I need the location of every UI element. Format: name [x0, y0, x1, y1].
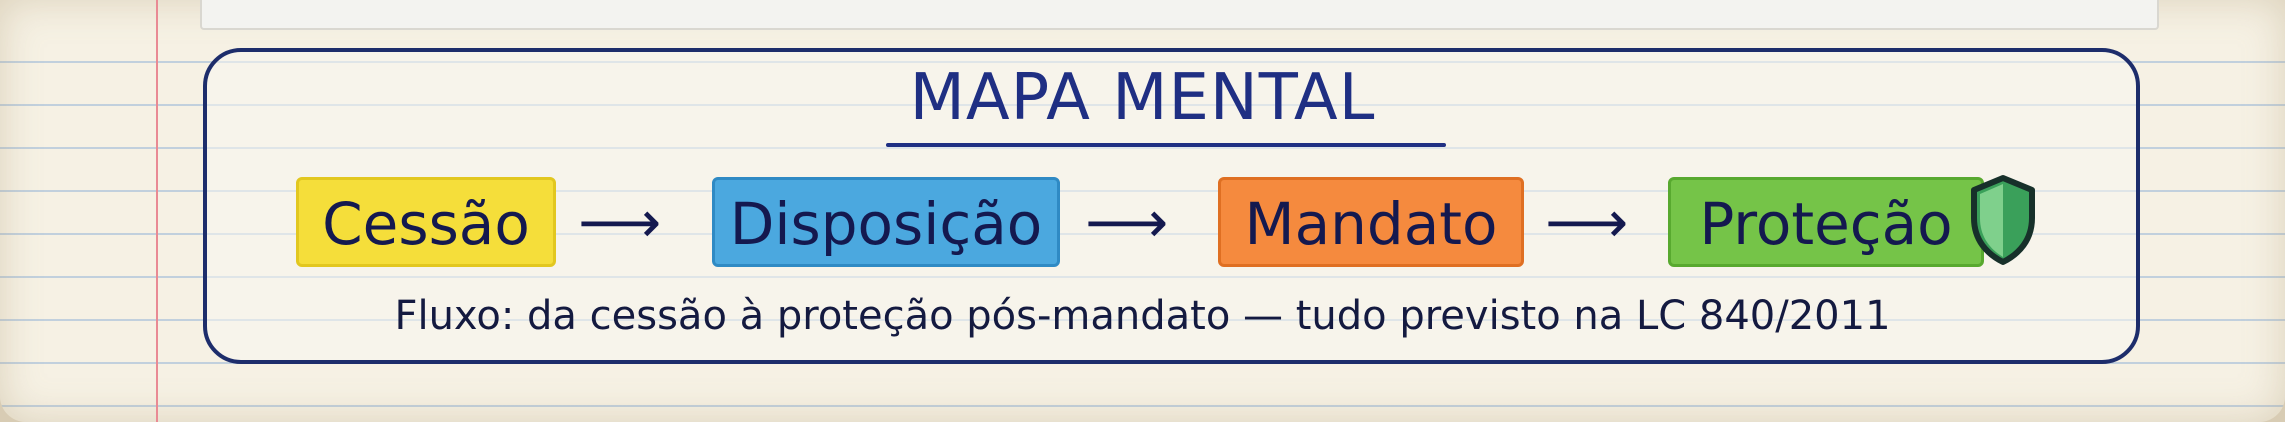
node-cessao: Cessão	[296, 177, 556, 267]
arrow-icon: ⟶	[1545, 188, 1629, 256]
shield-icon	[1971, 175, 2035, 265]
margin-line	[156, 0, 158, 422]
arrow-icon: ⟶	[578, 188, 662, 256]
flow-caption: Fluxo: da cessão à proteção pós-mandato …	[394, 293, 1891, 339]
node-mandato: Mandato	[1218, 177, 1524, 267]
top-card	[200, 0, 2159, 30]
node-protecao: Proteção	[1668, 177, 1984, 267]
node-disposicao: Disposição	[712, 177, 1060, 267]
map-title: MAPA MENTAL	[909, 61, 1376, 135]
arrow-icon: ⟶	[1085, 188, 1169, 256]
title-underline	[886, 143, 1446, 147]
